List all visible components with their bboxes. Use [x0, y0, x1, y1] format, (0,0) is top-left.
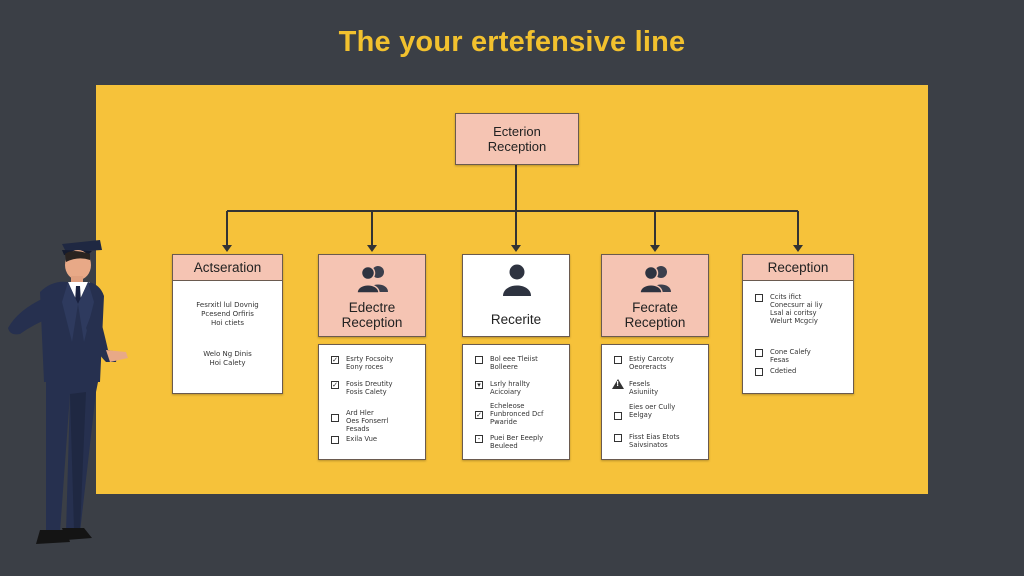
checkbox[interactable]: [614, 356, 622, 364]
checkbox[interactable]: [614, 434, 622, 442]
item-text: Cdetied: [770, 367, 797, 375]
checklist-item: Eelgay: [614, 411, 652, 420]
item-text: Esrty Focsoity: [346, 355, 394, 363]
item-text: Fesas: [770, 356, 789, 364]
item-text: Eony roces: [346, 363, 384, 371]
item-text: Acicoiary: [490, 388, 521, 396]
item-text: Fesads: [346, 425, 370, 433]
node-label-line2: Reception: [624, 315, 686, 330]
node-label: Recerite: [490, 312, 542, 327]
page-title: The your ertefensive line: [338, 26, 686, 58]
checkbox[interactable]: [331, 414, 339, 422]
checkbox[interactable]: [755, 349, 763, 357]
item-text: Bol eee Tleiist: [490, 355, 538, 363]
presenter-illustration: [8, 240, 128, 544]
item-text: Echeleose: [490, 402, 525, 410]
checklist-item: Echeleose: [475, 402, 524, 410]
node-recerite: Recerite: [462, 254, 570, 337]
item-text: Lsal ai coritsy: [770, 309, 817, 317]
item-text: Welurt Mcgciy: [770, 317, 818, 325]
node-text: Pcesend Orfiris: [201, 310, 254, 318]
root-label-line2: Reception: [487, 139, 547, 154]
item-text: Bolleere: [490, 363, 518, 371]
item-text: Cone Calefy: [770, 348, 811, 356]
root-node: Ecterion Reception: [455, 113, 579, 165]
item-text: Funbronced Dcf: [490, 410, 544, 418]
item-text: Exila Vue: [346, 435, 378, 443]
item-text: Ccits ifict: [770, 293, 802, 301]
item-text: Oeoreracts: [629, 363, 667, 371]
item-text: Eelgay: [629, 411, 652, 419]
node-text: Hoi Calety: [209, 359, 246, 367]
node-actseration: Actseration Fesrxitl lul Dovnig Pcesend …: [172, 254, 283, 394]
node-header: Reception: [743, 255, 853, 281]
root-label-line1: Ecterion: [493, 124, 541, 139]
item-text: Asiuniity: [629, 388, 659, 396]
item-text: Fisst Eias Etots: [629, 433, 680, 441]
node-label-line1: Edectre: [348, 300, 396, 315]
checkbox-partial[interactable]: ▾: [475, 381, 483, 389]
checklist-item: Exila Vue: [331, 435, 377, 444]
node-text: Fesrxitl lul Dovnig: [196, 301, 259, 309]
node-text: Welo Ng Dinis: [203, 350, 252, 358]
item-text: Eies oer Cully: [629, 403, 676, 411]
checkbox[interactable]: [755, 368, 763, 376]
checkbox-checked[interactable]: ✓: [331, 355, 339, 364]
item-text: Fesels: [629, 380, 650, 388]
node-fecrate-reception: Fecrate Reception: [601, 254, 709, 337]
people-icon: [356, 265, 388, 294]
checkbox[interactable]: [475, 356, 483, 364]
item-text: Pwaride: [490, 418, 518, 426]
checkbox-checked[interactable]: ✓: [475, 410, 483, 419]
node-edectre-reception: Edectre Reception: [318, 254, 426, 337]
checkbox[interactable]: [614, 412, 622, 420]
checkbox[interactable]: [755, 294, 763, 302]
node-text: Hoi ctiets: [211, 319, 244, 327]
item-text: Beuleed: [490, 442, 518, 450]
item-text: Lsrly hrallty: [490, 380, 530, 388]
item-text: Fosis Calety: [346, 388, 387, 396]
item-text: Fosis Dreutity: [346, 380, 393, 388]
node-header: Actseration: [173, 255, 282, 281]
people-icon: [639, 265, 671, 294]
node-label-line2: Reception: [341, 315, 403, 330]
checkbox-checked[interactable]: ✓: [331, 380, 339, 389]
person-icon: [503, 264, 531, 296]
checklist-item: Eies oer Cully: [614, 403, 675, 411]
item-text: Conecsurr ai liy: [770, 301, 823, 309]
item-text: Estiy Carcoty: [629, 355, 674, 363]
item-text: Oes Fonserrl: [346, 417, 389, 425]
node-label-line1: Fecrate: [632, 300, 678, 315]
item-text: Ard Hler: [346, 409, 374, 417]
checkbox[interactable]: [331, 436, 339, 444]
checklist-item: Cdetied: [755, 367, 796, 376]
item-text: Saivsinatos: [629, 441, 668, 449]
checkbox-partial[interactable]: -: [475, 435, 483, 443]
warning-icon: [612, 379, 624, 389]
item-text: Puei Ber Eeeply: [490, 434, 544, 442]
